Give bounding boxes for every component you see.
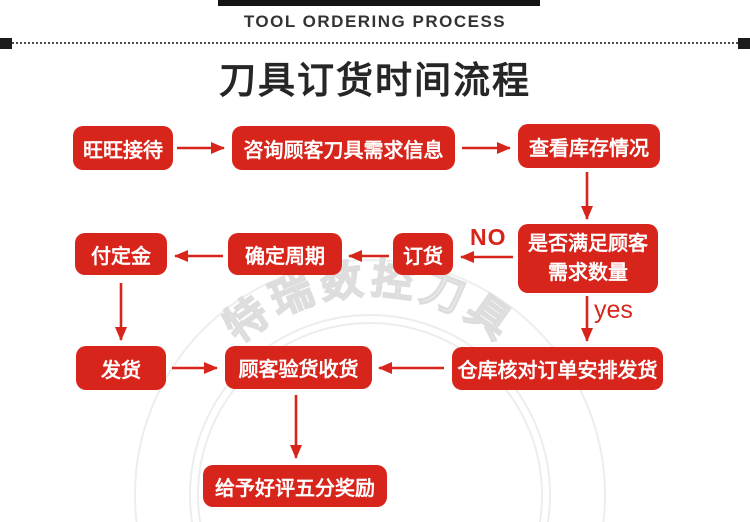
branch-label-no: NO bbox=[470, 224, 507, 250]
watermark-inner-ring bbox=[197, 322, 543, 522]
watermark-middle-ring bbox=[189, 314, 551, 522]
node-confirm-cycle: 确定周期 bbox=[228, 233, 342, 275]
node-decision-meet-demand: 是否满足顾客需求数量 bbox=[518, 224, 658, 293]
page-title: 刀具订货时间流程 bbox=[219, 60, 531, 101]
node-ship-goods: 发货 bbox=[76, 346, 166, 390]
node-wangwang-reception: 旺旺接待 bbox=[73, 126, 173, 170]
branch-label-yes: yes bbox=[594, 296, 633, 324]
node-pay-deposit: 付定金 bbox=[75, 233, 167, 275]
english-subtitle: TOOL ORDERING PROCESS bbox=[243, 12, 507, 31]
node-review-reward: 给予好评五分奖励 bbox=[203, 465, 387, 507]
node-customer-inspect: 顾客验货收货 bbox=[225, 346, 372, 389]
node-check-inventory: 查看库存情况 bbox=[518, 124, 660, 168]
top-black-bar bbox=[218, 0, 540, 6]
divider-square-left bbox=[0, 38, 12, 49]
node-warehouse-verify: 仓库核对订单安排发货 bbox=[452, 347, 663, 390]
dotted-divider bbox=[0, 38, 750, 49]
divider-square-right bbox=[738, 38, 750, 49]
node-place-order: 订货 bbox=[393, 233, 453, 275]
watermark-outer-ring bbox=[134, 259, 606, 522]
node-consult-demand-info: 咨询顾客刀具需求信息 bbox=[232, 126, 455, 170]
